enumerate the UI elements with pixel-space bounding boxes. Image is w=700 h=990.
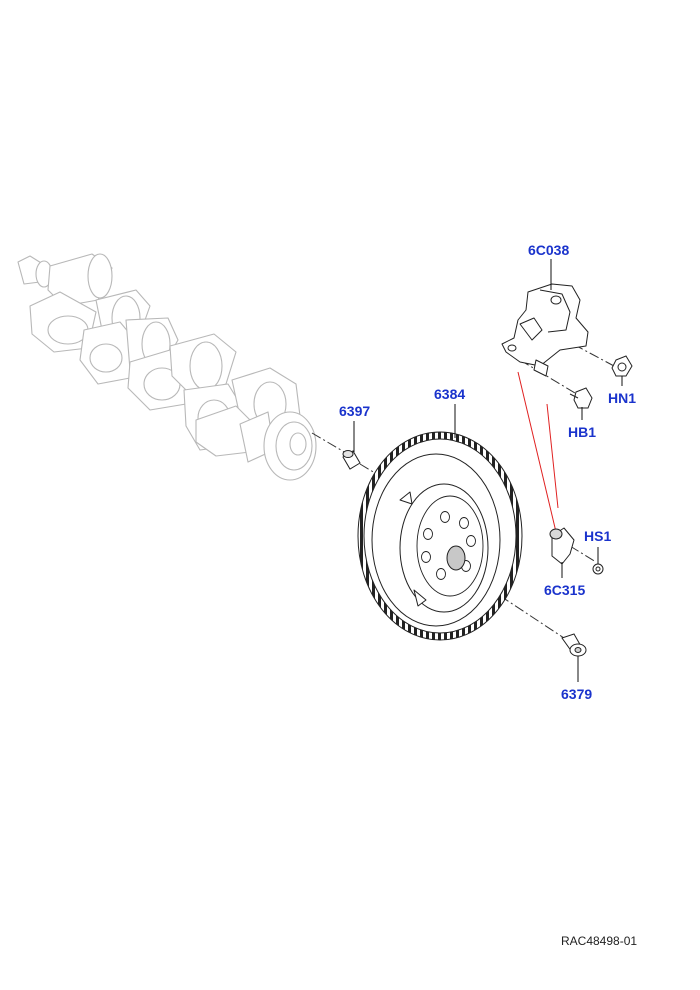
crankshaft-drawing xyxy=(17,253,317,481)
callout-hn1[interactable]: HN1 xyxy=(608,390,637,406)
leader-lines xyxy=(353,259,623,682)
flywheel-bolt-drawing xyxy=(561,633,587,657)
callout-6379[interactable]: 6379 xyxy=(561,686,593,702)
callout-hs1[interactable]: HS1 xyxy=(584,528,612,544)
flywheel-drawing xyxy=(357,431,523,641)
callout-hb1[interactable]: HB1 xyxy=(568,424,597,440)
sensor-screw-drawing xyxy=(592,563,604,575)
callout-6397[interactable]: 6397 xyxy=(339,403,371,419)
callout-6384[interactable]: 6384 xyxy=(434,386,466,402)
diagram-reference-code: RAC48498-01 xyxy=(561,934,638,948)
callout-6c315[interactable]: 6C315 xyxy=(544,582,586,598)
nut-drawing xyxy=(611,355,633,377)
sensor-reference-lines xyxy=(517,371,559,533)
bracket-bolt-drawing xyxy=(569,387,593,409)
sensor-drawing xyxy=(549,527,575,565)
dowel-pin-drawing xyxy=(342,450,361,470)
callout-6c038[interactable]: 6C038 xyxy=(528,242,570,258)
bracket-drawing xyxy=(501,283,589,377)
